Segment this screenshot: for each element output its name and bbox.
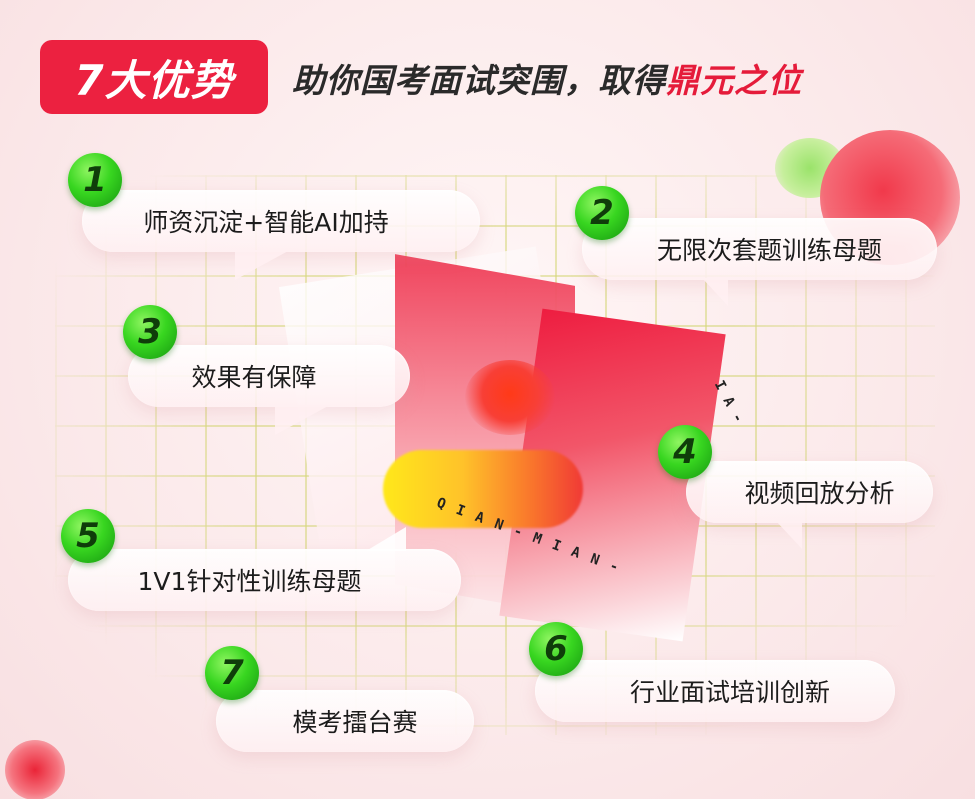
feature-number-badge: 7 — [205, 646, 259, 700]
bubble-tail — [235, 250, 290, 280]
feature-label: 模考擂台赛 — [292, 708, 418, 737]
feature-bubble-3: 效果有保障 — [128, 345, 410, 435]
yellow-pill-graphic — [383, 450, 583, 528]
feature-bubble-7: 模考擂台赛 — [216, 690, 474, 752]
bubble-tail — [776, 521, 802, 549]
feature-number-badge: 1 — [68, 153, 122, 207]
feature-number-badge: 3 — [123, 305, 177, 359]
feature-bubble-2: 无限次套题训练母题 — [582, 218, 937, 306]
feature-label: 无限次套题训练母题 — [656, 236, 882, 265]
bubble-tail — [702, 278, 728, 306]
headline-accent: 鼎元之位 — [666, 61, 802, 100]
feature-number-badge: 2 — [575, 186, 629, 240]
feature-bubble-6: 行业面试培训创新 — [535, 660, 895, 722]
feature-label: 视频回放分析 — [744, 479, 895, 508]
feature-number-badge: 6 — [529, 622, 583, 676]
red-decor-blob-small — [5, 740, 65, 799]
feature-label: 效果有保障 — [191, 363, 317, 392]
feature-number-badge: 5 — [61, 509, 115, 563]
feature-label: 1V1针对性训练母题 — [137, 567, 362, 596]
bubble-tail — [275, 405, 330, 435]
feature-bubble-1: 师资沉淀+智能AI加持 — [82, 190, 480, 280]
red-orb-graphic — [465, 360, 555, 435]
headline: 助你国考面试突围，取得鼎元之位 — [292, 54, 802, 104]
feature-bubble-4: 视频回放分析 — [686, 461, 933, 549]
headline-main: 助你国考面试突围，取得 — [292, 61, 666, 100]
advantages-badge: 7大优势 — [40, 40, 268, 114]
bubble-tail — [366, 527, 406, 551]
feature-bubble-5: 1V1针对性训练母题 — [68, 527, 461, 611]
feature-label: 师资沉淀+智能AI加持 — [143, 208, 389, 237]
feature-number-badge: 4 — [658, 425, 712, 479]
feature-label: 行业面试培训创新 — [629, 678, 830, 707]
